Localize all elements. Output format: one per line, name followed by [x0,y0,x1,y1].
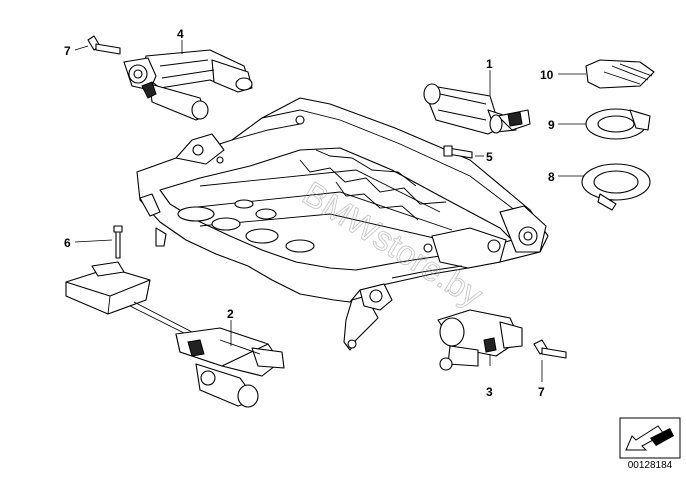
part-8-ring [581,163,651,211]
callout-9: 9 [548,118,555,132]
seat-frame [136,97,549,351]
part-1-motor [423,83,531,135]
screw-5 [443,145,473,159]
callout-2: 2 [227,307,234,321]
screw-6 [113,225,123,259]
callout-3: 3 [486,385,493,399]
part-9-ring [585,108,651,140]
reference-number: 00128184 [627,460,673,471]
screw-7-bottom [533,339,567,359]
callout-7-top: 7 [64,44,71,58]
part-10-cap [585,59,655,89]
callout-1: 1 [486,57,493,71]
callout-10: 10 [540,68,554,82]
part-4-motor [123,49,253,121]
part-2-motor [175,327,285,408]
callout-5: 5 [486,150,493,164]
part-2-control-unit [65,261,193,337]
callout-8: 8 [548,170,555,184]
screw-7-top [87,35,121,55]
part-3-motor [437,309,523,371]
callout-7-bottom: 7 [538,385,545,399]
callout-4: 4 [177,27,184,41]
view-direction-icon [619,417,681,459]
leader-lines [74,40,586,382]
callout-6: 6 [64,236,71,250]
